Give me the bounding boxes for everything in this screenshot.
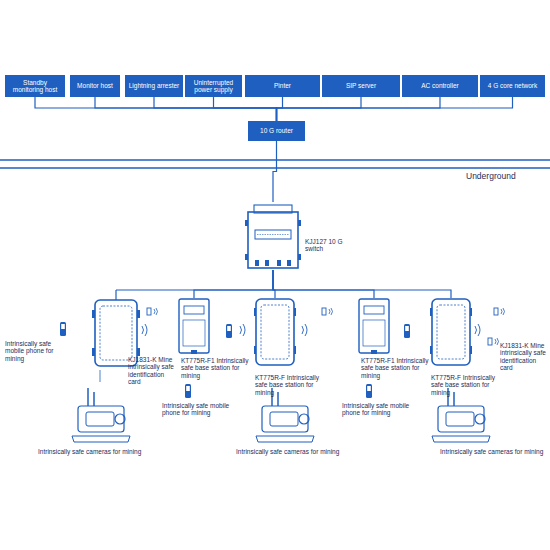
connector [277, 97, 513, 121]
region-label: Underground [466, 172, 526, 182]
base-station-node: KT775R-F Intrinsically safe base station… [254, 298, 296, 366]
host-label: Lightning arrester [129, 82, 180, 89]
connector-line [273, 270, 374, 298]
host-label: AC controller [421, 82, 459, 89]
connector-line [277, 97, 441, 121]
station-label: KT775R-F1 Intrinsically safe base statio… [361, 357, 429, 379]
connector [277, 97, 362, 121]
connector [273, 270, 374, 298]
connector [35, 97, 277, 121]
connector-line [214, 97, 277, 121]
connector [95, 97, 277, 121]
base-station-node: KT775R-F Intrinsically safe base station… [430, 298, 472, 366]
host-label: Standby monitoring host [8, 79, 62, 93]
connector-line [194, 270, 273, 298]
base-station-illustration [358, 298, 390, 354]
host-box: Monitor host [70, 75, 120, 97]
connector-line [154, 97, 277, 121]
connector [214, 97, 277, 121]
connector [194, 270, 273, 298]
router-label: 10 G router [260, 127, 293, 134]
host-label: SIP server [346, 82, 376, 89]
host-box: 4 G core network [480, 75, 545, 97]
station-label: KT775R-F1 Intrinsically safe base statio… [181, 357, 249, 379]
host-box: AC controller [402, 75, 478, 97]
host-box: Pinter [245, 75, 320, 97]
host-label: Uninterrupted power supply [188, 79, 239, 93]
host-box: Uninterrupted power supply [185, 75, 242, 97]
station-label: KT775R-F Intrinsically safe base station… [431, 374, 499, 396]
host-label: Pinter [274, 82, 291, 89]
switch-label: KJJ127 10 G switch [305, 238, 357, 253]
base-station-node: KT775R-F1 Intrinsically safe base statio… [358, 298, 390, 354]
host-box: Lightning arrester [125, 75, 183, 97]
phone-label: Intrinsically safe mobile phone for mini… [162, 402, 234, 417]
base-station-node: KT775R-F1 Intrinsically safe base statio… [178, 298, 210, 354]
connector [154, 97, 277, 121]
connector-line [277, 97, 283, 121]
host-box: SIP server [322, 75, 400, 97]
station-label: KT775R-F Intrinsically safe base station… [255, 374, 323, 396]
connector-line [95, 97, 277, 121]
host-label: 4 G core network [488, 82, 538, 89]
connector [277, 97, 283, 121]
base-station-illustration [430, 298, 472, 366]
base-station-illustration [254, 298, 296, 366]
connector-line [277, 97, 513, 121]
connector [277, 97, 441, 121]
host-label: Monitor host [77, 82, 113, 89]
host-box: Standby monitoring host [5, 75, 65, 97]
phone-label: Intrinsically safe mobile phone for mini… [342, 402, 414, 417]
connector-line [273, 270, 451, 298]
connector-line [277, 97, 362, 121]
connector-line [35, 97, 277, 121]
connector-line [273, 141, 277, 202]
base-station-illustration [178, 298, 210, 354]
switch-illustration [245, 202, 301, 270]
camera-label: Intrinsically safe cameras for mining [236, 448, 356, 455]
card-label: KJ1831-K Mine intrinsically safe identif… [500, 342, 546, 372]
phone-label: Intrinsically safe mobile phone for mini… [5, 340, 65, 362]
camera-label: Intrinsically safe cameras for mining [38, 448, 158, 455]
card-label: KJ1831-K Mine intrinsically safe identif… [128, 356, 178, 386]
router-box: 10 G router [248, 121, 305, 141]
connector [273, 270, 451, 298]
connector [273, 141, 277, 202]
camera-label: Intrinsically safe cameras for mining [440, 448, 546, 455]
switch-node: KJJ127 10 G switch [245, 202, 301, 270]
